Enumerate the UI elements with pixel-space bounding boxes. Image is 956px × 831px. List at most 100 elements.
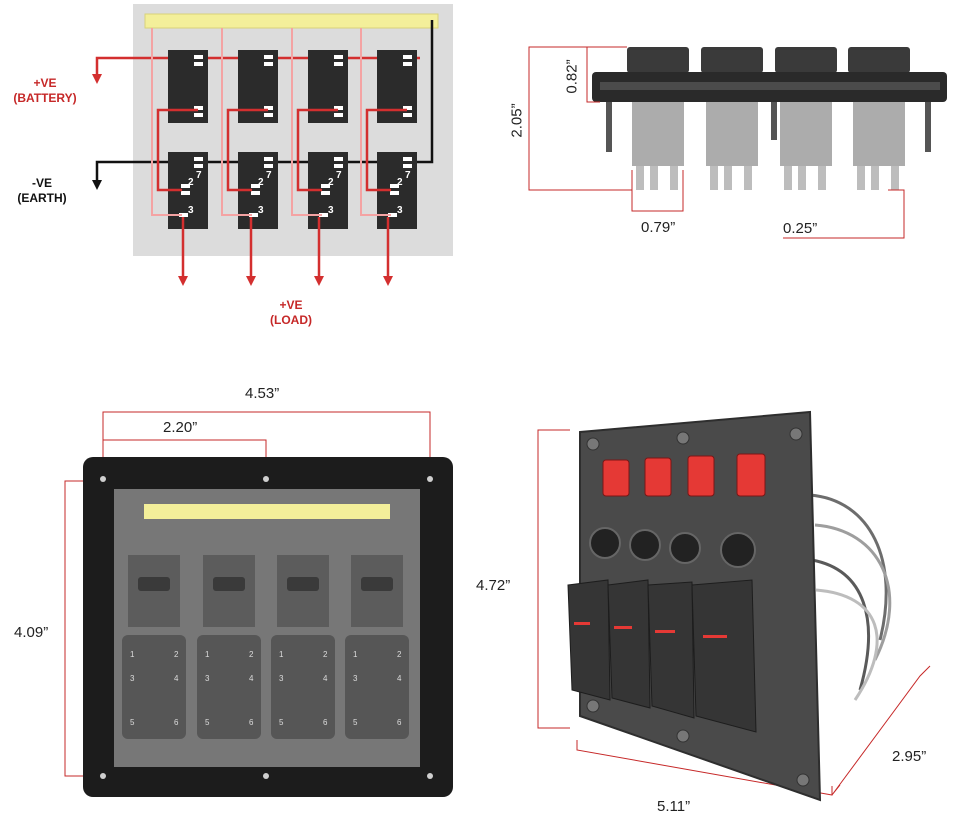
rear-busbar xyxy=(144,504,390,519)
pin-label-2: 2 xyxy=(328,177,334,188)
dim-line-082 xyxy=(586,46,627,103)
terminal xyxy=(264,106,273,110)
terminal xyxy=(194,113,203,117)
switch-body xyxy=(853,102,905,166)
terminal xyxy=(403,55,412,59)
rocker-switches xyxy=(567,579,757,733)
pin-label-7: 7 xyxy=(196,170,202,181)
rear-pin-4: 4 xyxy=(323,674,328,683)
battery-label: +VE (BATTERY) xyxy=(0,76,90,106)
breaker-button xyxy=(589,527,621,559)
screw xyxy=(925,102,931,152)
pin-label-2: 2 xyxy=(188,177,194,188)
terminal-pin xyxy=(818,166,826,190)
mount-hole xyxy=(676,431,690,445)
rear-channel-4: 1 2 3 4 5 6 xyxy=(345,555,409,739)
rear-breaker-knob xyxy=(213,577,245,591)
earth-label-line1: -VE xyxy=(31,176,52,190)
breaker-button xyxy=(720,532,756,568)
switch-body xyxy=(780,102,832,166)
terminal xyxy=(251,191,260,195)
busbar xyxy=(144,13,439,29)
terminal xyxy=(319,213,328,217)
terminal xyxy=(403,113,412,117)
terminal xyxy=(264,62,273,66)
terminal xyxy=(334,62,343,66)
breaker-button xyxy=(629,529,661,561)
terminal-pin xyxy=(650,166,658,190)
jumper-wire xyxy=(296,108,338,192)
terminal xyxy=(194,62,203,66)
terminal xyxy=(194,157,203,161)
rear-screw-holes xyxy=(100,476,433,779)
rear-pin-4: 4 xyxy=(174,674,179,683)
terminal-pin xyxy=(871,166,879,190)
rear-pin-1: 1 xyxy=(130,650,135,659)
terminal xyxy=(334,106,343,110)
rear-pin-5: 5 xyxy=(279,718,284,727)
rear-pin-6: 6 xyxy=(249,718,254,727)
front-dimension-lines xyxy=(537,429,931,796)
rocker-switch xyxy=(647,581,695,719)
load-arrow xyxy=(314,276,324,286)
pin-label-7: 7 xyxy=(405,170,411,181)
rear-view: 1 2 3 4 5 6 1 2 3 4 5 6 1 2 3 4 5 6 1 2 … xyxy=(64,411,453,797)
circuit-breaker-buttons xyxy=(589,527,756,568)
feed-wire xyxy=(360,28,391,216)
wire xyxy=(809,493,888,641)
rear-pin-3: 3 xyxy=(205,674,210,683)
load-label: +VE (LOAD) xyxy=(255,298,327,328)
mount-hole xyxy=(789,427,803,441)
wiring-module-4: 2 7 3 xyxy=(360,28,417,286)
screws xyxy=(606,102,931,152)
terminal-pins xyxy=(636,166,899,190)
switch-housing xyxy=(775,47,837,73)
dim-line-079 xyxy=(631,170,684,212)
rear-pin-1: 1 xyxy=(205,650,210,659)
rear-pin-3: 3 xyxy=(130,674,135,683)
wiring-diagram: 2 7 3 2 7 3 2 xyxy=(92,4,453,286)
switch-body xyxy=(632,102,684,166)
rear-switch-block xyxy=(197,635,261,739)
terminal-pin xyxy=(710,166,718,190)
dim-line-025 xyxy=(783,189,905,239)
terminal xyxy=(194,55,203,59)
switch-block-upper xyxy=(168,50,208,123)
rocker-led xyxy=(655,630,675,633)
rocker-led xyxy=(703,635,727,638)
screw-hole xyxy=(100,773,106,779)
rear-channel-2: 1 2 3 4 5 6 xyxy=(197,555,261,739)
pin-label-2: 2 xyxy=(397,177,403,188)
dim-line-295 xyxy=(831,665,931,796)
rear-pin-1: 1 xyxy=(279,650,284,659)
rear-switch-block xyxy=(271,635,335,739)
screw-hole xyxy=(263,773,269,779)
terminal xyxy=(390,184,399,188)
terminal xyxy=(334,113,343,117)
dim-line-453 xyxy=(102,411,431,481)
terminal xyxy=(334,164,343,168)
rocker-switch xyxy=(691,579,757,733)
rear-pin-3: 3 xyxy=(279,674,284,683)
indicator-light xyxy=(644,457,672,497)
screw xyxy=(771,102,777,140)
switch-housings xyxy=(627,47,910,73)
screw-hole xyxy=(263,476,269,482)
dim-depth: 2.95” xyxy=(892,748,927,765)
terminal xyxy=(194,164,203,168)
pin-label-3: 3 xyxy=(397,205,403,216)
switch-housing xyxy=(701,47,763,73)
pin-label-2: 2 xyxy=(258,177,264,188)
battery-arrow xyxy=(92,74,102,84)
mount-hole xyxy=(676,729,690,743)
switch-body xyxy=(706,102,758,166)
rear-pin-2: 2 xyxy=(323,650,328,659)
terminal xyxy=(264,113,273,117)
indicator-lights xyxy=(602,453,766,497)
terminal xyxy=(179,213,188,217)
terminal-pin xyxy=(891,166,899,190)
rear-breaker-knob xyxy=(138,577,170,591)
dim-width-overall: 4.53” xyxy=(245,385,280,402)
dim-line-511 xyxy=(576,740,833,796)
dimension-lines xyxy=(528,46,905,239)
